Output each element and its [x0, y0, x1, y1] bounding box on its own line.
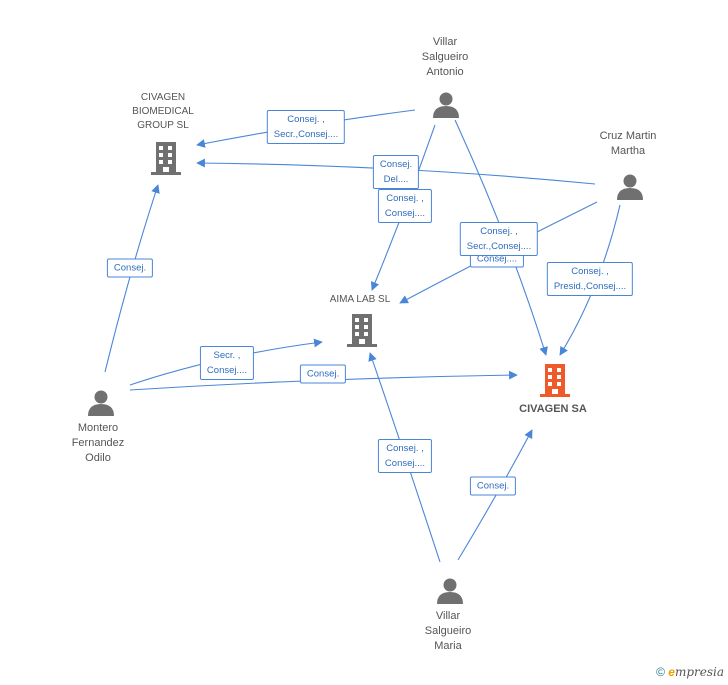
edge-label-montero-aima-lab[interactable]: Secr. , Consej.... — [199, 346, 255, 380]
edge-label-cruz-martin-aima-lab[interactable]: Consej. , Secr.,Consej.... — [459, 222, 539, 256]
building-icon-civagen-biomedical[interactable] — [151, 142, 181, 175]
edge-montero-to-civagen-biomedical — [104, 184, 160, 373]
building-icon-aima-lab[interactable] — [347, 314, 377, 347]
edge-label-montero-civagen-biomedical[interactable]: Consej. — [106, 258, 154, 278]
brand-logo-text: mpresia — [674, 665, 724, 679]
node-label-aima-lab[interactable]: AIMA LAB SL — [329, 294, 391, 305]
edge-label-villar-maria-civagen-sa[interactable]: Consej. — [469, 476, 517, 496]
edge-label-cruz-martin-civagen-sa[interactable]: Consej. , Presid.,Consej.... — [546, 262, 634, 296]
person-icon-montero[interactable] — [88, 390, 114, 417]
node-label-montero[interactable]: Montero Fernandez Odilo — [71, 422, 125, 464]
node-label-cruz-martin[interactable]: Cruz Martin Martha — [599, 130, 657, 157]
footer-brand[interactable]: © empresia — [656, 665, 724, 679]
edge-label-villar-maria-aima-lab[interactable]: Consej. , Consej.... — [377, 439, 433, 473]
brand-logo-initial: e — [668, 665, 675, 679]
edge-label-villar-antonio-civagen-biomedical[interactable]: Consej. , Secr.,Consej.... — [266, 110, 346, 144]
building-icon-civagen-sa[interactable] — [540, 364, 570, 397]
node-label-civagen-biomedical[interactable]: CIVAGEN BIOMEDICAL GROUP SL — [132, 92, 194, 131]
edge-label-villar-antonio-aima-lab-del[interactable]: Consej. Del.... — [372, 155, 420, 189]
node-label-villar-maria[interactable]: Villar Salgueiro Maria — [424, 610, 472, 652]
edge-label-montero-civagen-sa[interactable]: Consej. — [299, 364, 347, 384]
person-icon-cruz-martin[interactable] — [617, 174, 643, 201]
person-icon-villar-maria[interactable] — [437, 578, 463, 605]
copyright-symbol: © — [656, 665, 665, 679]
person-icon-villar-antonio[interactable] — [433, 92, 459, 119]
node-label-civagen-sa[interactable]: CIVAGEN SA — [519, 403, 587, 415]
edge-label-villar-antonio-aima-lab[interactable]: Consej. , Consej.... — [377, 189, 433, 223]
node-label-villar-antonio[interactable]: Villar Salgueiro Antonio — [421, 36, 469, 78]
